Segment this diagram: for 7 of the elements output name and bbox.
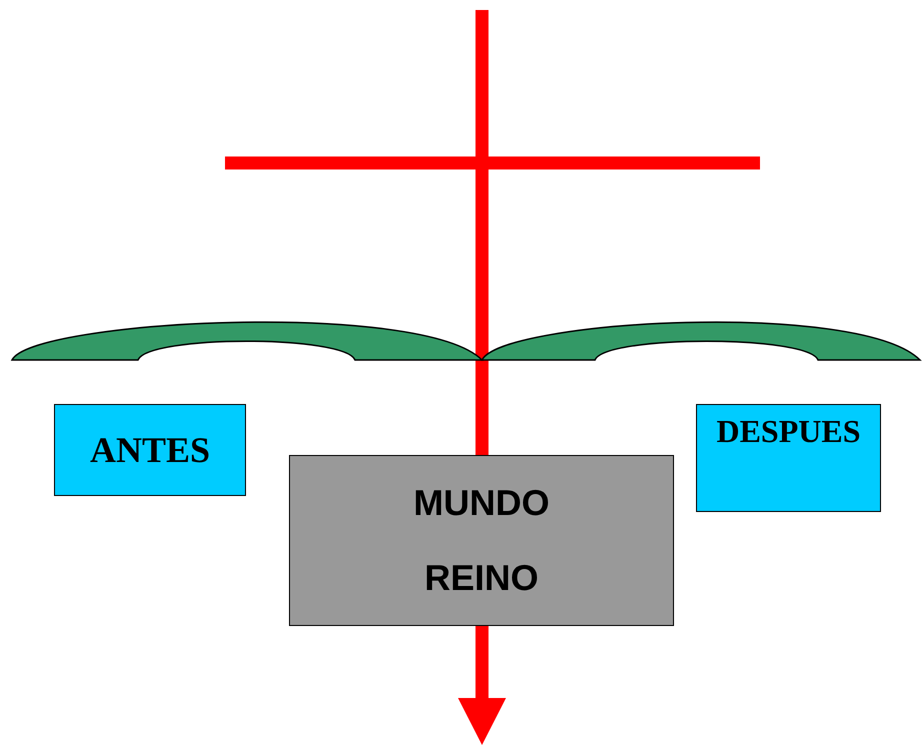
box-label: ANTES [90,429,210,471]
label-box [696,404,881,512]
process-box [289,455,674,626]
box-label: DESPUES [716,413,861,450]
box-label: REINO [424,556,538,599]
label-box [54,404,246,496]
box-label: MUNDO [414,482,550,524]
